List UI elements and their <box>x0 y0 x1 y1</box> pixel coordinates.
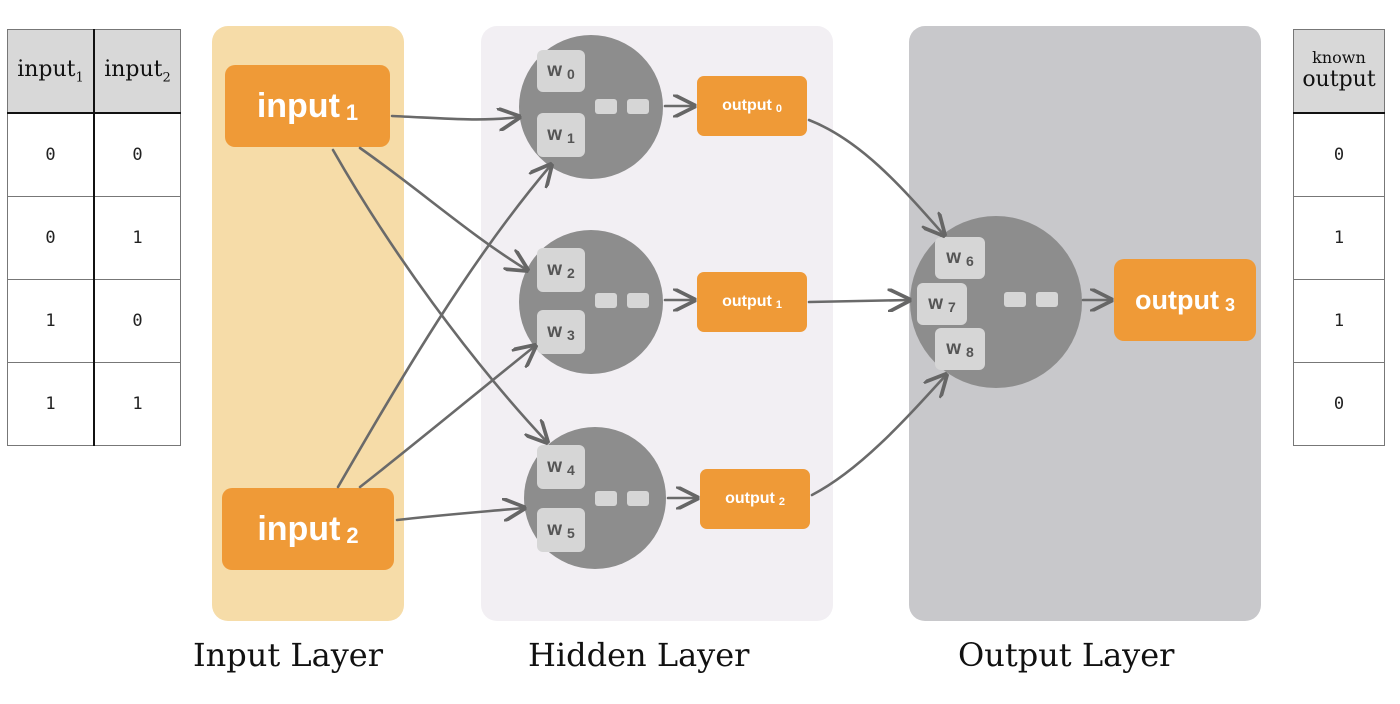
input-truth-table: input1 input2 0 0 0 1 1 0 1 1 <box>7 29 181 446</box>
table-row: 0 0 <box>7 112 181 197</box>
hidden-layer-label: Hidden Layer <box>528 636 750 674</box>
arrow-input1-to-w2 <box>358 146 527 270</box>
table-cell: 1 <box>7 279 95 363</box>
table-row: 1 1 <box>7 362 181 446</box>
table-row: 0 <box>1293 362 1385 446</box>
table-row: 1 <box>1293 279 1385 363</box>
activation-dot <box>595 99 617 114</box>
arrow-output2-to-w8 <box>810 375 946 497</box>
table-cell: 0 <box>7 112 95 197</box>
table-cell: 1 <box>1293 279 1385 363</box>
table-cell: 0 <box>1293 362 1385 446</box>
activation-dot <box>627 293 649 308</box>
arrow-output0-to-w6 <box>807 118 944 235</box>
table-row: 1 0 <box>7 279 181 363</box>
arrow-input2-to-w3 <box>358 346 535 489</box>
activation-dot <box>627 491 649 506</box>
activation-dot <box>1004 292 1026 307</box>
arrow-input2-to-w1 <box>336 165 551 489</box>
table-cell: 1 <box>93 362 181 446</box>
input1-column-header: input1 <box>7 29 95 114</box>
output-layer-label: Output Layer <box>958 636 1175 674</box>
table-row: 0 1 <box>7 196 181 280</box>
table-row: 0 <box>1293 112 1385 197</box>
activation-dot <box>1036 292 1058 307</box>
activation-dot <box>627 99 649 114</box>
known-output-table: known output 0 1 1 0 <box>1293 29 1385 446</box>
arrow-input2-to-w5 <box>395 508 524 520</box>
arrow-input1-to-w4 <box>331 148 547 442</box>
table-cell: 0 <box>1293 112 1385 197</box>
table-cell: 0 <box>93 279 181 363</box>
table-cell: 1 <box>1293 196 1385 280</box>
arrow-output1-to-w7 <box>807 300 909 302</box>
table-cell: 0 <box>7 196 95 280</box>
table-cell: 1 <box>93 196 181 280</box>
activation-dot <box>595 293 617 308</box>
table-row: 1 <box>1293 196 1385 280</box>
activation-dot <box>595 491 617 506</box>
arrow-input1-to-w0 <box>390 116 519 119</box>
input2-column-header: input2 <box>93 29 181 114</box>
table-cell: 0 <box>93 112 181 197</box>
table-cell: 1 <box>7 362 95 446</box>
known-output-header: known output <box>1293 29 1385 114</box>
input-layer-label: Input Layer <box>193 636 384 674</box>
